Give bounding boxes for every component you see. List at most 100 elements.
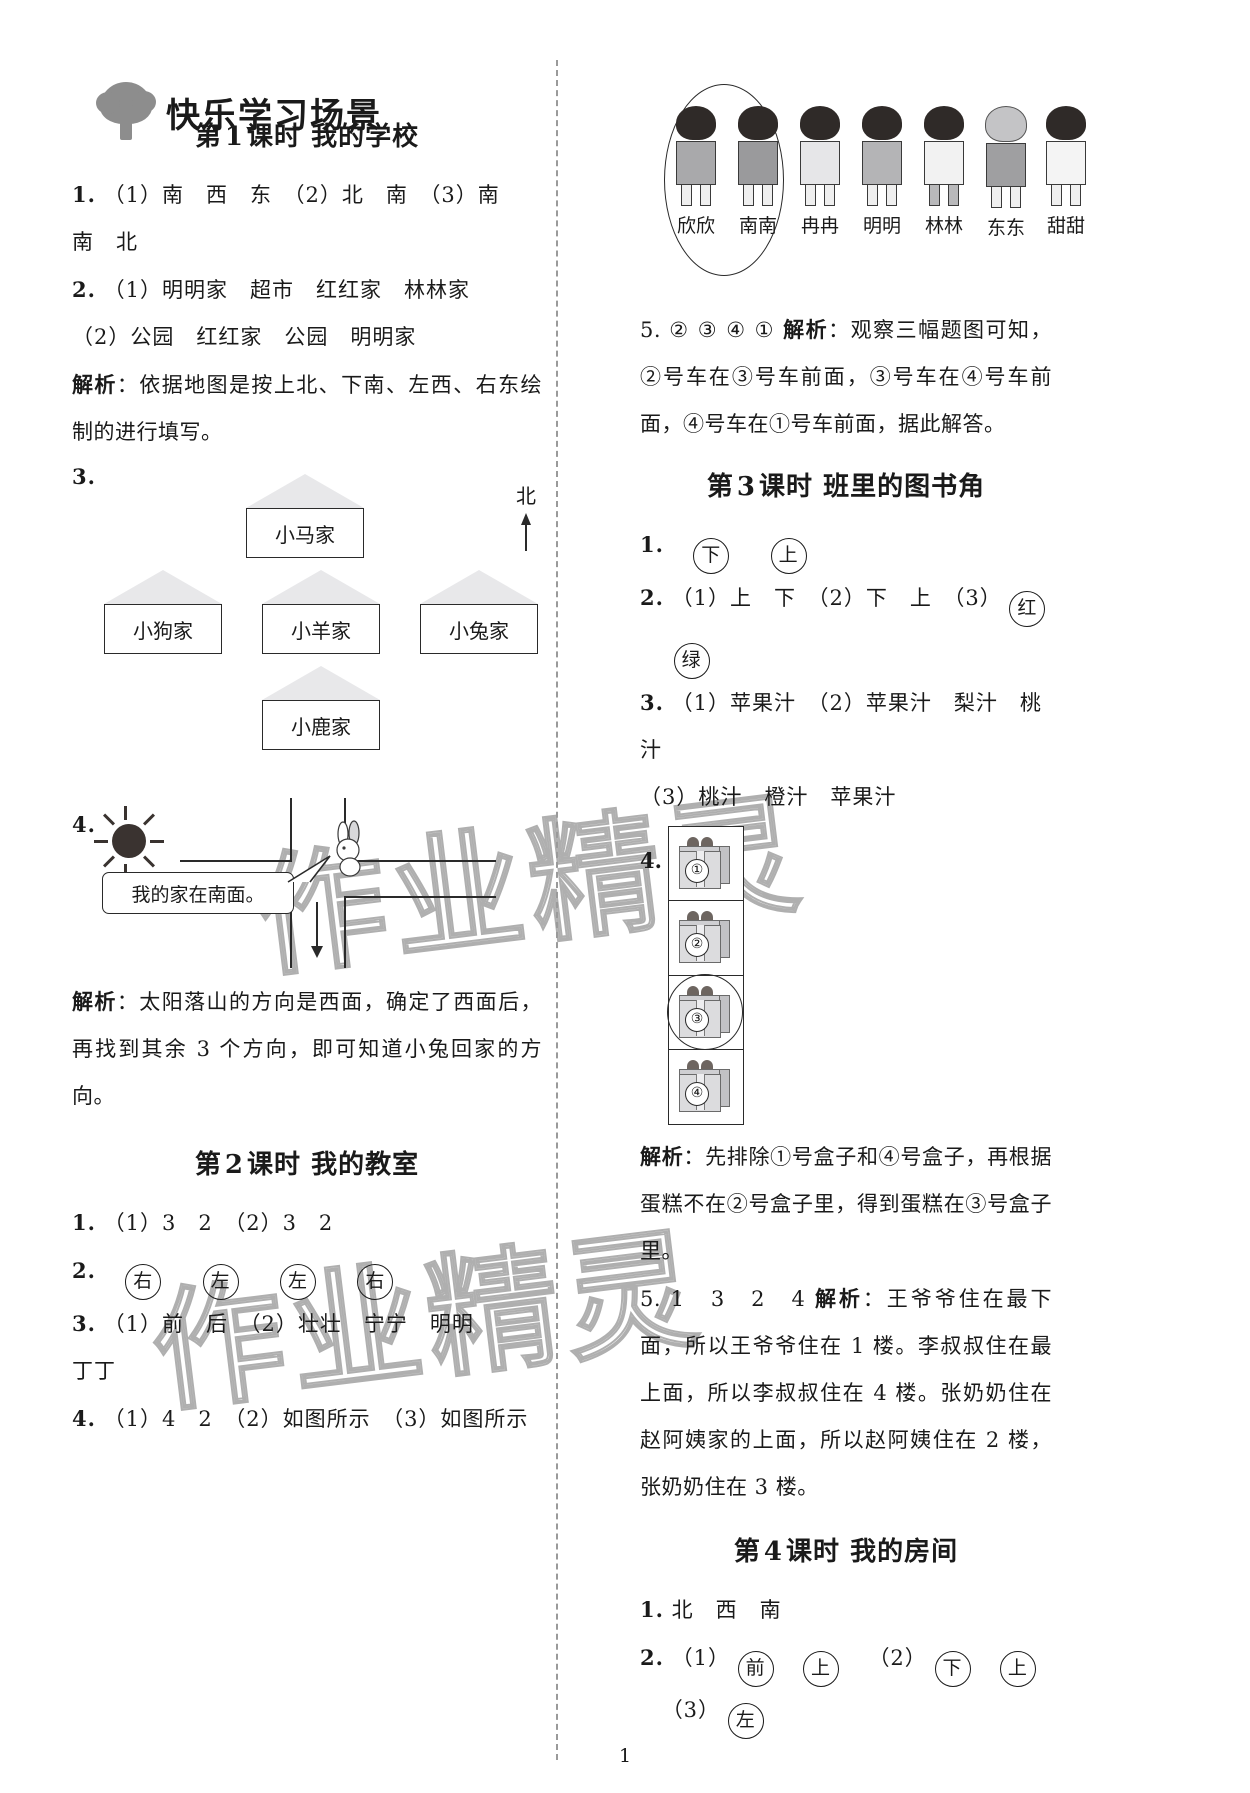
lesson-prefix: 第 — [194, 1150, 222, 1180]
lesson-suffix: 课时 — [786, 1537, 841, 1567]
lesson-name: 班里的图书角 — [823, 472, 986, 502]
house-item: 小羊家 — [262, 570, 380, 654]
lesson-name: 我的学校 — [311, 122, 420, 152]
answer-text: ② — [669, 318, 690, 342]
answer-text: （3） — [661, 1698, 721, 1722]
answer-block-l2-q1: 1. （1）3 2 （2）3 2 — [72, 1199, 542, 1247]
gift-box-number: ① — [685, 858, 709, 883]
circled-answer: 右 — [125, 1264, 162, 1300]
child-figure: 南南 — [730, 106, 786, 238]
question-number: 2. — [640, 1645, 664, 1670]
page-header: 快乐学习场景 — [96, 82, 382, 142]
explanation-label: 解析 — [814, 1286, 863, 1311]
answer-text: （1）明明家 超市 红红家 林林家 — [103, 278, 470, 302]
answer-block-l4-q1: 1. 北 西 南 — [640, 1586, 1052, 1634]
question-number: 4. — [640, 847, 662, 873]
child-figure: 甜甜 — [1038, 106, 1094, 238]
rabbit-icon — [336, 820, 361, 877]
child-name: 南南 — [738, 215, 777, 237]
circled-answer: 右 — [357, 1264, 394, 1300]
gift-box-cell: ② — [668, 900, 744, 976]
answer-text: （1）3 2 （2）3 2 — [103, 1211, 334, 1235]
question-number: 2. — [640, 585, 664, 610]
child-figure: 林林 — [916, 106, 972, 238]
circled-answer: 上 — [803, 1651, 840, 1687]
house-item: 小鹿家 — [262, 666, 380, 750]
answer-text: （1）上 下 （2）下 上 （3） — [671, 586, 1002, 610]
house-item: 小兔家 — [420, 570, 538, 654]
column-divider — [556, 60, 558, 1760]
explanation-text: ：王爷爷住在最下面，所以王爷爷住在 1 楼。李叔叔住在最上面，所以李叔叔住在 4… — [640, 1287, 1052, 1499]
question-number: 1. — [72, 1210, 96, 1235]
lesson-suffix: 课时 — [247, 122, 302, 152]
diagram-houses: 3. 北 小马家 小狗家 小羊家 — [72, 460, 542, 760]
answer-text: （2） — [868, 1646, 927, 1670]
answer-text: （1）4 2 （2）如图所示 （3）如图所示 — [103, 1407, 529, 1431]
answer-text: （3）桃汁 橙汁 苹果汁 — [640, 785, 897, 809]
lesson-number: 4 — [763, 1537, 783, 1567]
question-number: 4. — [72, 1406, 96, 1431]
child-name: 冉冉 — [800, 215, 839, 237]
answer-block-l4-q2: 2. （1） 前 上 （2） 下 上 （3） 左 — [640, 1634, 1052, 1739]
circled-answer: 红 — [1009, 591, 1046, 627]
question-number: 5. — [640, 1287, 662, 1311]
question-number: 3. — [72, 1311, 96, 1336]
explanation-label: 解析 — [72, 989, 117, 1014]
diagram-gift-boxes: 4. ① ② — [640, 825, 1052, 1125]
circled-answer: 左 — [202, 1264, 239, 1300]
tree-icon — [96, 82, 156, 142]
explanation-text: ：太阳落山的方向是西面，确定了西面后，再找到其余 3 个方向，即可知道小兔回家的… — [72, 990, 543, 1108]
diagram-road: 4. — [72, 762, 542, 972]
explanation-text: ：先排除①号盒子和④号盒子，再根据蛋糕不在②号盒子里，得到蛋糕在③号盒子里。 — [640, 1145, 1053, 1263]
house-label: 小狗家 — [104, 604, 222, 654]
gift-box-number: ② — [685, 933, 709, 957]
lesson-prefix: 第 — [194, 122, 222, 152]
lesson-number: 1 — [224, 122, 244, 152]
page-number: 1 — [618, 1745, 632, 1767]
house-label: 小马家 — [246, 508, 364, 558]
answer-block-l3-q5: 5. 1 3 2 4 解析：王爷爷住在最下面，所以王爷爷住在 1 楼。李叔叔住在… — [640, 1275, 1052, 1511]
circled-answer: 左 — [280, 1264, 317, 1300]
circled-answer: 上 — [770, 538, 807, 574]
explanation-label: 解析 — [783, 317, 829, 342]
house-item: 小狗家 — [104, 570, 222, 654]
child-name: 林林 — [924, 215, 963, 237]
circled-answer: 下 — [693, 538, 730, 574]
lesson-suffix: 课时 — [759, 472, 814, 502]
lesson-name: 我的房间 — [850, 1537, 959, 1567]
gift-box-cell: ④ — [668, 1049, 744, 1125]
answer-circle-highlight — [664, 84, 784, 276]
question-number: 1. — [72, 182, 96, 207]
answer-text: 丁丁 — [72, 1359, 116, 1383]
answer-block-l1-q2: 2. （1）明明家 超市 红红家 林林家 （2）公园 红红家 公园 明明家 — [72, 266, 542, 361]
gift-box-cell: ① — [668, 825, 744, 902]
lesson-name: 我的教室 — [311, 1150, 420, 1180]
answer-block-l2-q3: 3. （1）前 后 （2）壮壮 宁宁 明明 丁丁 — [72, 1300, 542, 1395]
answer-text: 南 北 — [72, 230, 138, 254]
explanation-text: ：依据地图是按上北、下南、左西、右东绘制的进行填写。 — [72, 373, 543, 444]
page-title: 快乐学习场景 — [166, 95, 382, 136]
lesson-prefix: 第 — [733, 1537, 761, 1567]
answer-circle-highlight — [667, 973, 743, 1050]
house-label: 小羊家 — [262, 604, 380, 654]
north-label: 北 — [516, 484, 536, 508]
gift-box-number: ④ — [685, 1082, 709, 1106]
speech-bubble: 我的家在南面。 — [102, 872, 294, 914]
lesson-prefix: 第 — [706, 472, 734, 502]
question-number: 5. — [640, 318, 662, 342]
child-name: 明明 — [862, 215, 901, 237]
explanation-l1-q2: 解析：依据地图是按上北、下南、左西、右东绘制的进行填写。 — [72, 361, 542, 456]
lesson-number: 3 — [736, 472, 756, 502]
child-name: 欣欣 — [676, 215, 715, 237]
question-number: 1. — [640, 532, 664, 557]
house-item: 小马家 — [246, 474, 364, 558]
child-name: 甜甜 — [1046, 215, 1085, 237]
answer-text: （1） — [671, 1646, 730, 1670]
gift-box-cell: ③ — [667, 973, 744, 1051]
child-figure: 明明 — [854, 106, 910, 238]
speech-bubble-tail — [287, 855, 331, 883]
question-number: 4. — [72, 812, 96, 837]
question-number: 3. — [72, 464, 96, 489]
house-label: 小兔家 — [420, 604, 538, 654]
